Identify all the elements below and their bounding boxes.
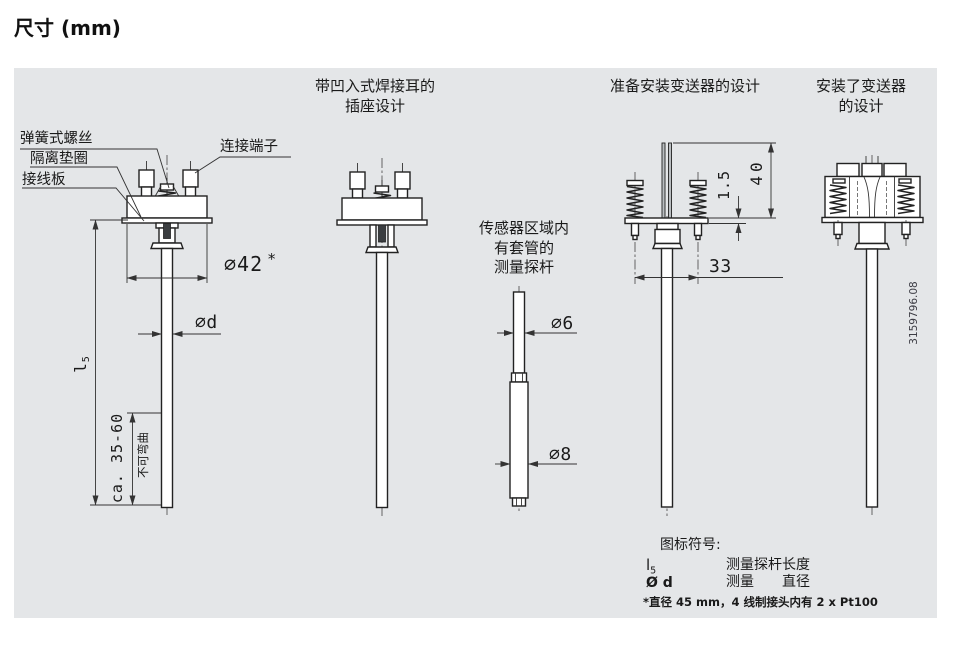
diagram-transmitter-mounted bbox=[821, 155, 924, 516]
label-connection-terminal: 连接端子 bbox=[220, 138, 278, 155]
label-sheathed-line1: 传感器区域内 bbox=[479, 219, 569, 237]
header-socket-design-line2: 插座设计 bbox=[345, 97, 405, 115]
leader-connection-terminal bbox=[194, 156, 291, 174]
label-spring-screw: 弹簧式螺丝 bbox=[20, 130, 93, 147]
legend-footnote: *直径 45 mm，4 线制接头内有 2 x Pt100 bbox=[643, 595, 878, 609]
label-sheathed-line2: 有套管的 bbox=[494, 239, 554, 257]
leader-isolating-washer bbox=[30, 166, 142, 218]
dim-40: 40 bbox=[747, 158, 766, 185]
legend-l5-description: 测量探杆长度 bbox=[726, 557, 810, 573]
label-terminal-board: 接线板 bbox=[22, 170, 66, 188]
drawing-panel-background bbox=[14, 68, 937, 618]
leader-spring-screw bbox=[20, 148, 170, 189]
diagram-base-probe bbox=[121, 155, 213, 516]
legend: 图标符号: l5 测量探杆长度 Ø d 测量 直径 *直径 45 mm，4 线制… bbox=[643, 537, 878, 609]
dim-1-5: 1.5 bbox=[715, 170, 733, 200]
legend-diameter-description: 直径 bbox=[782, 573, 810, 590]
column-headers: 带凹入式焊接耳的 插座设计 准备安装变送器的设计 安装了变送器 的设计 bbox=[315, 77, 906, 115]
leader-terminal-board bbox=[22, 187, 145, 222]
part-labels: 弹簧式螺丝 隔离垫圈 接线板 连接端子 bbox=[20, 130, 291, 222]
diagram-sheathed-probe: 传感器区域内 有套管的 测量探杆 ∅6 ∅8 bbox=[479, 219, 577, 512]
legend-diameter-measure: 测量 bbox=[726, 574, 754, 590]
legend-heading: 图标符号: bbox=[660, 537, 721, 553]
document-number: 3159796.08 bbox=[908, 281, 920, 344]
diagram1-dimensions: ∅42* ∅d l5 ca. 35-60 不可弯曲 bbox=[71, 219, 277, 506]
header-transmitter-mounted-line1: 安装了变送器 bbox=[816, 77, 906, 95]
legend-l5-symbol: l5 bbox=[646, 556, 656, 577]
dim-dia42: ∅42* bbox=[224, 250, 277, 276]
legend-diameter-symbol: Ø d bbox=[646, 575, 673, 591]
page-title: 尺寸 (mm) bbox=[14, 16, 121, 40]
header-transmitter-mounted-line2: 的设计 bbox=[838, 97, 883, 115]
diagram-socket-design bbox=[336, 158, 428, 516]
header-socket-design-line1: 带凹入式焊接耳的 bbox=[315, 77, 435, 95]
header-transmitter-ready: 准备安装变送器的设计 bbox=[610, 77, 760, 95]
dim-33: 33 bbox=[709, 256, 732, 277]
dim-dia-d: ∅d bbox=[195, 312, 218, 333]
dim-no-bend: 不可弯曲 bbox=[136, 432, 150, 478]
dim-dia8: ∅8 bbox=[549, 444, 572, 465]
diagram-transmitter-ready: 40 1.5 33 bbox=[624, 142, 783, 516]
dim-ca-35-60: ca. 35-60 bbox=[108, 413, 126, 503]
label-isolating-washer: 隔离垫圈 bbox=[30, 150, 88, 167]
label-sheathed-line3: 测量探杆 bbox=[494, 258, 554, 276]
dim-dia6: ∅6 bbox=[551, 313, 574, 334]
dim-l5: l5 bbox=[71, 355, 92, 373]
